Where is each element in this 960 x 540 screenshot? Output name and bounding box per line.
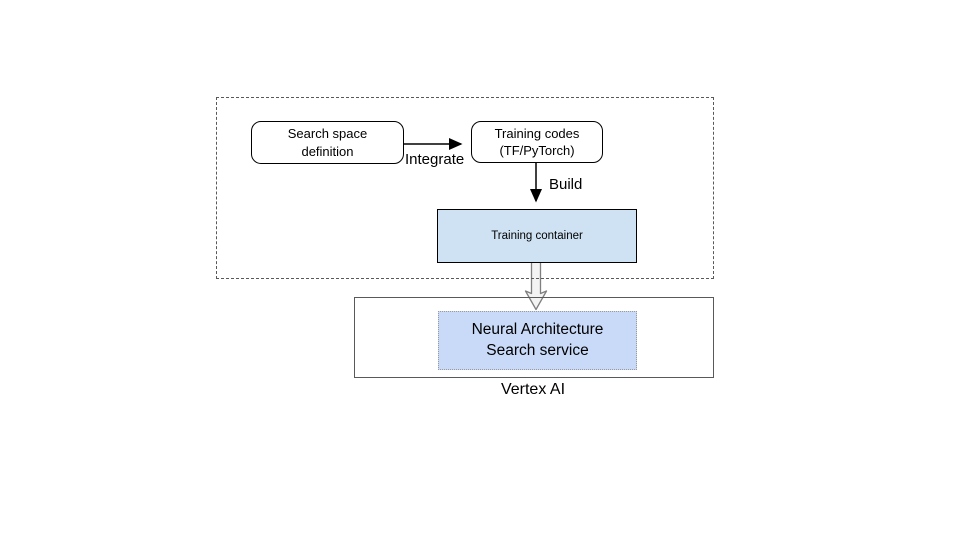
training-container-node: Training container (437, 209, 637, 263)
search-space-definition-node: Search space definition (251, 121, 404, 164)
integrate-edge-label: Integrate (405, 151, 465, 168)
build-edge-label: Build (549, 176, 583, 193)
training-codes-label-line1: Training codes (494, 125, 580, 141)
training-codes-label-line2: (TF/PyTorch) (499, 143, 575, 158)
build-environment-group (216, 97, 714, 279)
search-space-label-line1: Search space (287, 126, 368, 142)
nas-service-node: Neural Architecture Search service (438, 311, 637, 370)
training-codes-node: Training codes (TF/PyTorch) (471, 121, 603, 163)
vertex-ai-group (354, 297, 714, 378)
nas-service-label-line1: Neural Architecture (471, 321, 604, 339)
search-space-label-line2: definition (301, 143, 354, 159)
vertex-ai-caption: Vertex AI (500, 381, 566, 398)
nas-service-label-line2: Search service (486, 341, 589, 359)
training-container-label: Training container (491, 230, 583, 242)
